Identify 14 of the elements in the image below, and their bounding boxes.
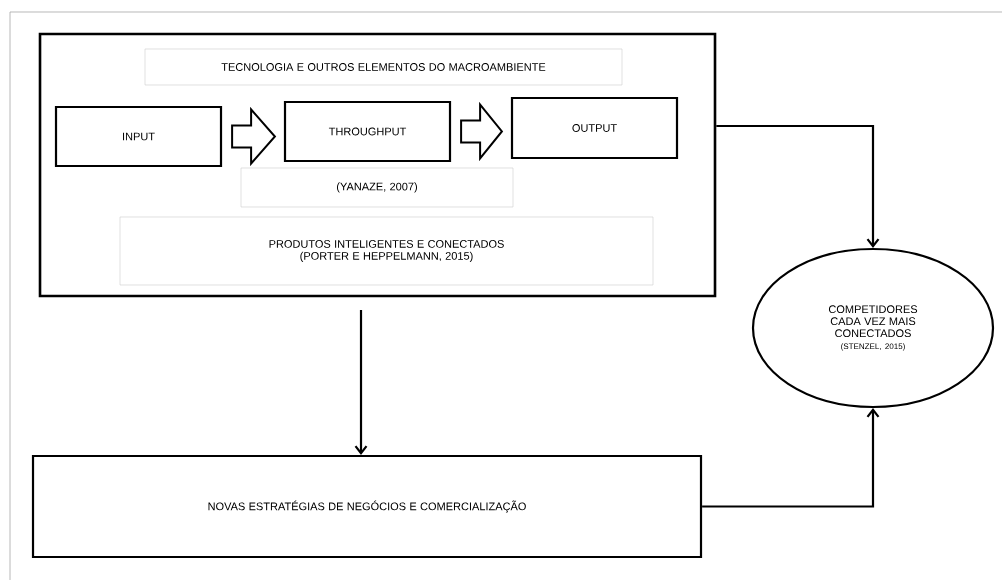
- arrow: [354, 310, 368, 455]
- block-arrow: [460, 101, 504, 162]
- block-arrow: [231, 106, 277, 167]
- ellipse-node: COMPETIDORES CADA VEZ MAIS CONECTADOS (STENZEL, 2015): [751, 247, 995, 409]
- process-box: THROUGHPUT: [283, 100, 452, 163]
- process-box: INPUT: [54, 105, 223, 168]
- arrow: [716, 124, 880, 248]
- frame-box: [38, 32, 717, 298]
- text-box: (YANAZE, 2007): [240, 167, 514, 208]
- text-box: PRODUTOS INTELIGENTES E CONECTADOS (PORTER E HEPPELMANN, 2015): [119, 216, 654, 286]
- process-box: NOVAS ESTRATÉGIAS DE NEGÓCIOS E COMERCIALIZAÇÃO: [31, 454, 703, 559]
- text-box: TECNOLOGIA E OUTROS ELEMENTOS DO MACROAMBIENTE: [144, 48, 623, 86]
- process-box: OUTPUT: [510, 96, 679, 160]
- arrow: [702, 408, 880, 508]
